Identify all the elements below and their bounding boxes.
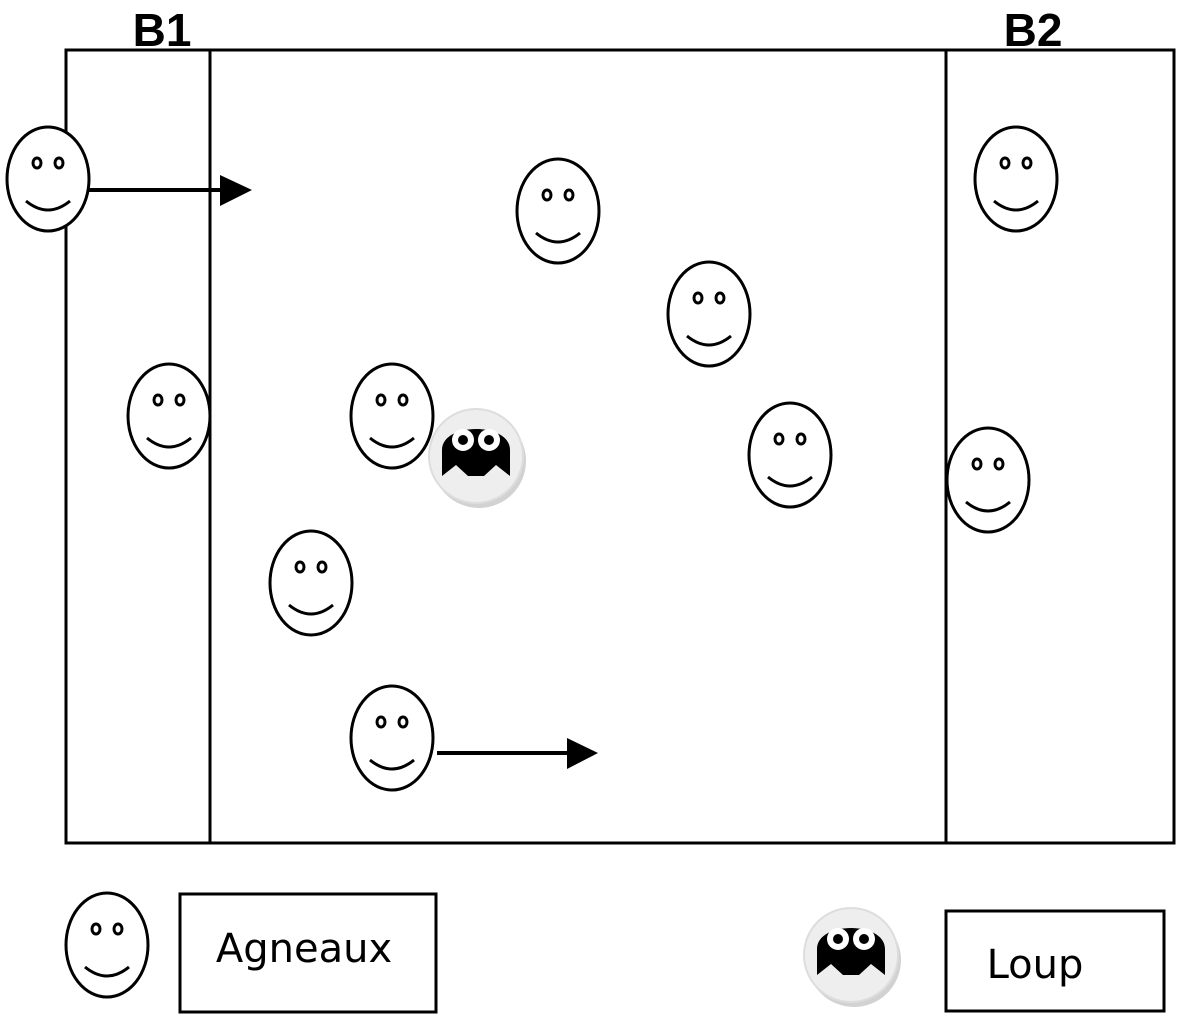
movement-arrow: [437, 738, 598, 769]
movement-arrow: [89, 175, 252, 206]
legend-wolf-box: [944, 909, 1166, 1013]
lamb-icon: [5, 125, 91, 233]
zone-b2-label: B2: [1004, 4, 1063, 56]
legend-lamb-box: [178, 892, 438, 1014]
legend-lamb-label: Agneaux: [216, 926, 392, 972]
legend-wolf-icon: [803, 907, 901, 1007]
lamb-icon: [747, 401, 833, 509]
lamb-icon: [945, 426, 1031, 534]
lamb-icon: [973, 125, 1059, 233]
lamb-icon: [268, 529, 354, 637]
legend-lamb-icon: [64, 891, 150, 999]
playing-field: [64, 48, 1176, 845]
lamb-icon: [515, 157, 601, 265]
wolf-icon: [428, 408, 526, 508]
legend-wolf-label: Loup: [987, 942, 1084, 988]
lamb-icon: [126, 362, 212, 470]
lamb-icon: [349, 362, 435, 470]
lamb-icon: [349, 684, 435, 792]
zone-b1-label: B1: [133, 4, 192, 56]
lamb-icon: [666, 260, 752, 368]
